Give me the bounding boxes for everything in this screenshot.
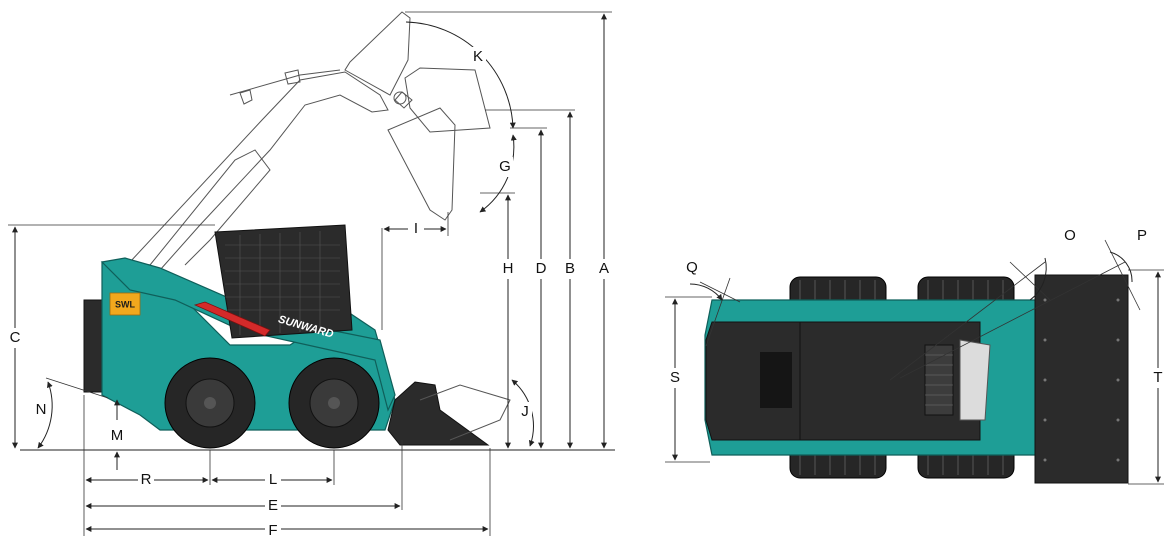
top-cab-window xyxy=(959,339,991,421)
label-f: F xyxy=(268,522,277,537)
skid-steer-top xyxy=(704,274,1129,484)
label-h: H xyxy=(503,260,514,277)
label-b: B xyxy=(565,260,575,277)
label-e: E xyxy=(268,497,278,514)
label-i: I xyxy=(414,220,418,237)
boom-arm xyxy=(100,257,396,412)
top-bucket xyxy=(1034,274,1129,484)
label-t: T xyxy=(1153,369,1162,386)
label-r: R xyxy=(141,471,152,488)
lift-cylinder xyxy=(193,301,271,337)
label-k: K xyxy=(473,48,483,65)
label-a: A xyxy=(599,260,609,277)
dimension-arc-o xyxy=(1029,257,1047,301)
bucket xyxy=(387,381,490,446)
dimension-arc-q xyxy=(689,283,723,301)
label-c: C xyxy=(10,329,21,346)
label-s: S xyxy=(670,369,680,386)
dimension-arc-k xyxy=(405,21,516,129)
top-cab-grille xyxy=(924,344,954,416)
dimension-arc-g xyxy=(479,134,517,213)
label-n: N xyxy=(36,401,47,418)
rear-counterweight xyxy=(83,299,103,393)
top-vent-1 xyxy=(760,352,792,408)
label-o: O xyxy=(1064,227,1076,244)
label-g: G xyxy=(499,158,511,175)
dimension-arc-p xyxy=(1109,251,1133,283)
model-badge-text: SWL xyxy=(115,299,135,309)
model-badge xyxy=(109,292,141,316)
label-m: M xyxy=(111,427,124,444)
label-d: D xyxy=(536,260,547,277)
dimension-arc-n xyxy=(37,381,53,449)
label-j: J xyxy=(521,403,529,420)
label-q: Q xyxy=(686,259,698,276)
label-p: P xyxy=(1137,227,1147,244)
skid-steer-side: SWL SUNWARD xyxy=(83,224,511,449)
label-l: L xyxy=(269,471,277,488)
raised-bucket-outline xyxy=(344,11,411,96)
